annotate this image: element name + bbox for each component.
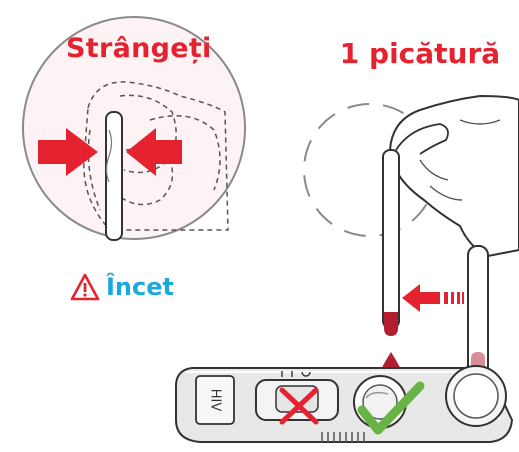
squeeze-label: Strângeți — [66, 33, 196, 64]
device-label: HIV — [208, 389, 223, 412]
slow-label: Încet — [106, 273, 174, 301]
test-device: HIV — [176, 366, 512, 442]
motion-arrow-icon — [402, 284, 440, 312]
warning-notice: Încet — [70, 270, 174, 304]
one-drop-label: 1 picătură — [330, 37, 510, 70]
warning-triangle-icon — [70, 273, 100, 301]
